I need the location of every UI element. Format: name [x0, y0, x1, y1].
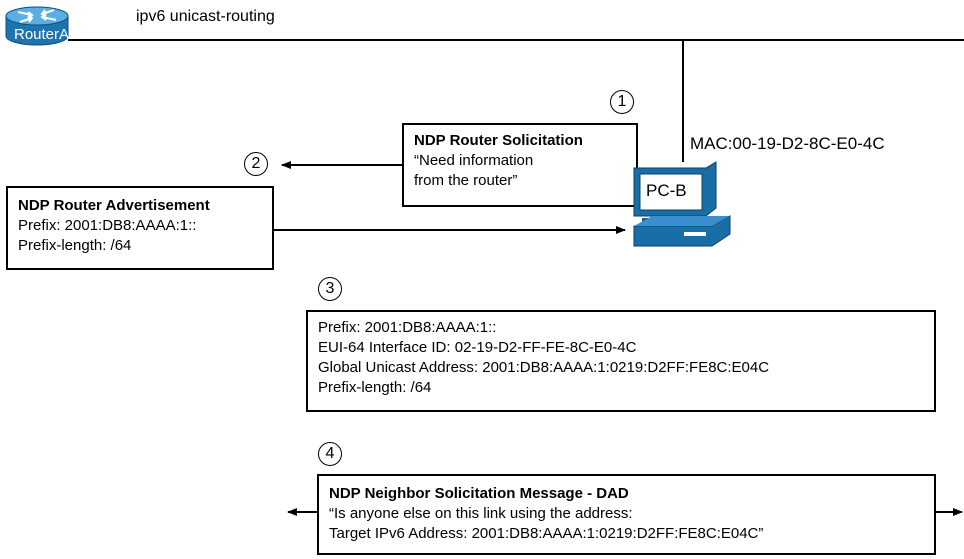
- eui-line-4: Prefix-length: /64: [318, 379, 432, 396]
- dad-line-1: “Is anyone else on this link using the a…: [329, 505, 633, 522]
- eui-line-2: EUI-64 Interface ID: 02-19-D2-FF-FE-8C-E…: [318, 339, 637, 356]
- step-2-badge: 2: [244, 152, 268, 176]
- router-label: RouterA: [14, 26, 70, 43]
- rs-line-2: from the router”: [414, 172, 518, 189]
- router-advertisement-box: NDP Router Advertisement Prefix: 2001:DB…: [6, 186, 274, 270]
- pc-mac-address: MAC:00-19-D2-8C-E0-4C: [690, 134, 885, 153]
- eui-line-3: Global Unicast Address: 2001:DB8:AAAA:1:…: [318, 359, 770, 376]
- step-4-badge: 4: [318, 442, 342, 466]
- eui64-address-box: Prefix: 2001:DB8:AAAA:1:: EUI-64 Interfa…: [306, 310, 936, 412]
- ra-line-2: Prefix-length: /64: [18, 237, 132, 254]
- rs-line-1: “Need information: [414, 152, 534, 169]
- router-icon: [5, 6, 69, 46]
- pc-label: PC-B: [646, 181, 687, 200]
- dad-line-2: Target IPv6 Address: 2001:DB8:AAAA:1:021…: [329, 525, 764, 542]
- router-solicitation-box: NDP Router Solicitation “Need informatio…: [402, 123, 638, 207]
- eui-line-1: Prefix: 2001:DB8:AAAA:1::: [318, 319, 497, 336]
- pc-icon: [633, 161, 731, 247]
- ra-line-1: Prefix: 2001:DB8:AAAA:1::: [18, 217, 197, 234]
- ra-title: NDP Router Advertisement: [18, 197, 210, 214]
- neighbor-solicitation-dad-box: NDP Neighbor Solicitation Message - DAD …: [317, 474, 936, 555]
- router-config-text: ipv6 unicast-routing: [136, 8, 275, 25]
- rs-title: NDP Router Solicitation: [414, 132, 583, 149]
- step-1-badge: 1: [610, 90, 634, 114]
- step-3-badge: 3: [318, 277, 342, 301]
- dad-title: NDP Neighbor Solicitation Message - DAD: [329, 485, 629, 502]
